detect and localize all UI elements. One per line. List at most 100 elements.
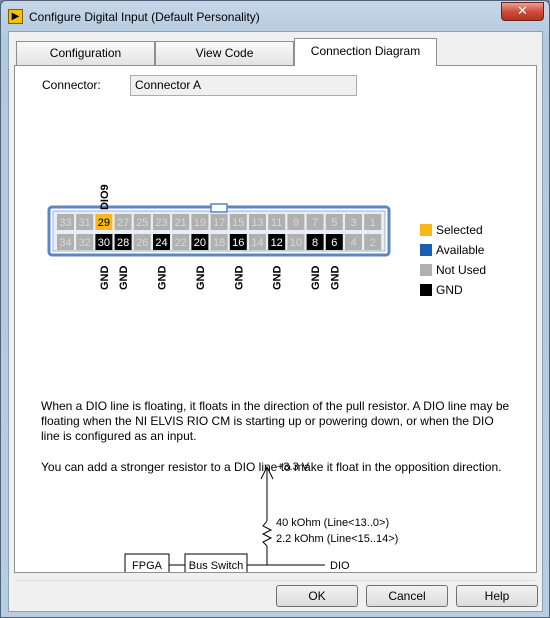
legend-swatch [420, 244, 432, 256]
resistor-2k2-label: 2.2 kOhm (Line<15..14>) [276, 533, 398, 545]
pin-number: 24 [155, 237, 167, 249]
pin-23: 23 [153, 214, 170, 230]
gnd-pin-label: GND [99, 266, 111, 291]
pin-10: 10 [287, 234, 305, 250]
pin-1: 1 [364, 214, 382, 230]
help-button[interactable]: Help [456, 585, 538, 607]
tab-configuration[interactable]: Configuration [16, 41, 155, 65]
pin-number: 7 [312, 217, 318, 229]
pin-30: 30 [95, 234, 113, 250]
pin-13: 13 [249, 214, 266, 230]
tab-connection-diagram[interactable]: Connection Diagram [294, 38, 437, 66]
pin-27: 27 [114, 214, 132, 230]
pin-number: 33 [59, 217, 71, 229]
pin-number: 4 [350, 237, 356, 249]
pin-number: 32 [79, 237, 91, 249]
button-divider [16, 580, 535, 581]
gnd-labels: GND GND GND GND GND GND GND GND [99, 266, 341, 291]
pin-number: 26 [136, 237, 148, 249]
legend-item: GND [420, 283, 463, 297]
pin-32: 32 [76, 234, 94, 250]
pin-17: 17 [210, 214, 228, 230]
pin-number: 34 [59, 237, 71, 249]
pin-number: 15 [232, 217, 244, 229]
pin-number: 31 [79, 217, 91, 229]
pin-2: 2 [364, 234, 382, 250]
connector-key-notch [210, 203, 228, 213]
floating-description: When a DIO line is floating, it floats i… [41, 399, 510, 443]
connector-field: Connector A [130, 75, 357, 96]
gnd-pin-label: GND [310, 266, 322, 291]
pin-number: 3 [350, 217, 356, 229]
legend-item: Not Used [420, 263, 486, 277]
pin-number: 30 [98, 237, 110, 249]
pin-20: 20 [191, 234, 209, 250]
gnd-pin-label: GND [195, 266, 207, 291]
gnd-pin-label: GND [272, 266, 284, 291]
title-bar[interactable]: ▶ Configure Digital Input (Default Perso… [1, 1, 549, 31]
pin-29: 29 [95, 214, 113, 230]
pin-19: 19 [191, 214, 209, 230]
pin-number: 14 [251, 237, 263, 249]
legend-swatch [420, 224, 432, 236]
legend-item: Available [420, 243, 485, 257]
dialog-client-area: Configuration View Code Connection Diagr… [8, 31, 543, 612]
legend-label: Selected [436, 223, 483, 237]
bus-switch-label: Bus Switch [189, 560, 243, 572]
pin-number: 1 [370, 217, 376, 229]
pin-number: 10 [290, 237, 302, 249]
supply-arrow [260, 465, 274, 480]
pin-5: 5 [325, 214, 343, 230]
pin-7: 7 [306, 214, 324, 230]
legend-swatch [420, 264, 432, 276]
pin-12: 12 [268, 234, 286, 250]
pin-9: 9 [287, 214, 305, 230]
legend-item: Selected [420, 223, 483, 237]
pin-28: 28 [114, 234, 132, 250]
pin-8: 8 [306, 234, 324, 250]
pin-24: 24 [153, 234, 170, 250]
pin-number: 19 [194, 217, 206, 229]
legend-swatch [420, 284, 432, 296]
pin-34: 34 [57, 234, 74, 250]
tab-view-code[interactable]: View Code [155, 41, 294, 65]
pull-resistor-circuit: +3.3 V 40 kOhm (Line<13..0>) 2.2 kOhm (L… [124, 461, 398, 572]
pin-number: 17 [213, 217, 225, 229]
ok-button[interactable]: OK [276, 585, 358, 607]
pin-number: 21 [175, 217, 187, 229]
pin-number: 27 [117, 217, 129, 229]
pin-22: 22 [172, 234, 190, 250]
cancel-button[interactable]: Cancel [366, 585, 448, 607]
pin-number: 8 [312, 237, 318, 249]
pin-14: 14 [249, 234, 266, 250]
pin-number: 28 [117, 237, 129, 249]
pin-3: 3 [345, 214, 362, 230]
pin-number: 16 [232, 237, 244, 249]
pin-number: 23 [155, 217, 167, 229]
gnd-pin-label: GND [233, 266, 245, 291]
supply-voltage-label: +3.3 V [277, 461, 310, 473]
pin-26: 26 [133, 234, 151, 250]
pin-33: 33 [57, 214, 74, 230]
pin-6: 6 [325, 234, 343, 250]
pin-number: 25 [136, 217, 148, 229]
pin-21: 21 [172, 214, 190, 230]
gnd-pin-label: GND [329, 266, 341, 291]
pin-number: 12 [271, 237, 283, 249]
dio9-pin-label: DIO9 [99, 184, 111, 210]
pin-number: 5 [331, 217, 337, 229]
gnd-pin-label: GND [118, 266, 130, 291]
pin-number: 29 [98, 217, 110, 229]
pin-number: 9 [293, 217, 299, 229]
pin-number: 11 [271, 217, 282, 229]
close-button[interactable]: ✕ [501, 2, 544, 21]
pin-25: 25 [133, 214, 151, 230]
resistor-symbol [261, 520, 273, 547]
pin-18: 18 [210, 234, 228, 250]
pin-number: 13 [251, 217, 263, 229]
gnd-pin-label: GND [157, 266, 169, 291]
pin-number: 22 [175, 237, 187, 249]
